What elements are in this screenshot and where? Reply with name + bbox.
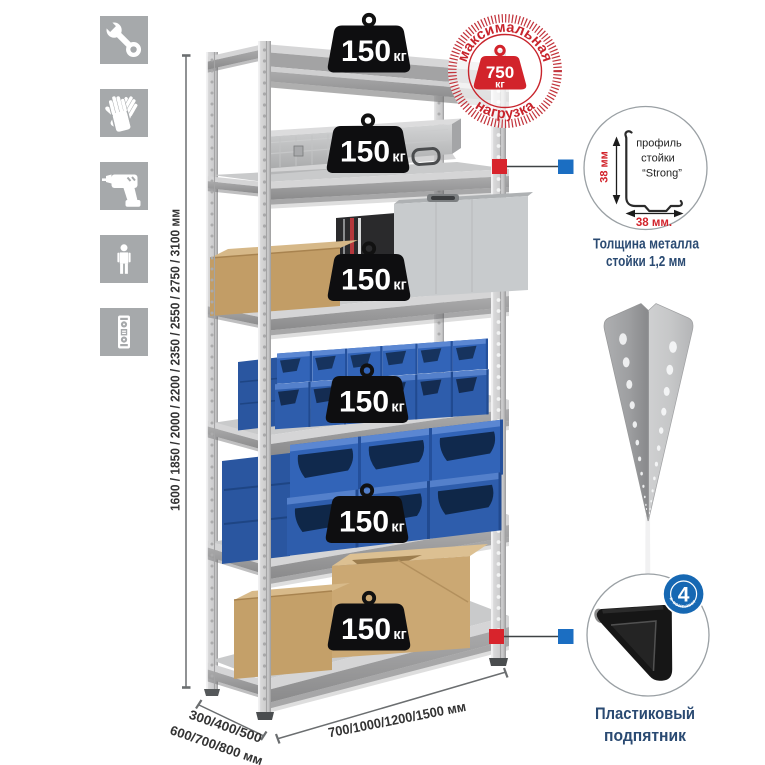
svg-text:750: 750 — [486, 63, 514, 82]
svg-text:1600 / 1850 / 2000 / 2200 / 23: 1600 / 1850 / 2000 / 2200 / 2350 / 2550 … — [168, 209, 183, 511]
svg-text:подпятник: подпятник — [604, 727, 687, 745]
svg-text:“Strong”: “Strong” — [642, 168, 682, 180]
svg-text:кг: кг — [495, 79, 505, 91]
svg-text:Пластиковый: Пластиковый — [595, 705, 695, 723]
svg-text:700/1000/1200/1500 мм: 700/1000/1200/1500 мм — [327, 699, 467, 740]
svg-text:стойки 1,2 мм: стойки 1,2 мм — [606, 254, 686, 270]
svg-text:4: 4 — [678, 584, 690, 607]
svg-text:Толщина металла: Толщина металла — [593, 237, 700, 253]
svg-text:38 мм.: 38 мм. — [636, 217, 672, 229]
svg-text:профиль: профиль — [636, 138, 682, 150]
svg-text:стойки: стойки — [641, 153, 675, 165]
svg-text:38 мм: 38 мм — [599, 151, 611, 183]
